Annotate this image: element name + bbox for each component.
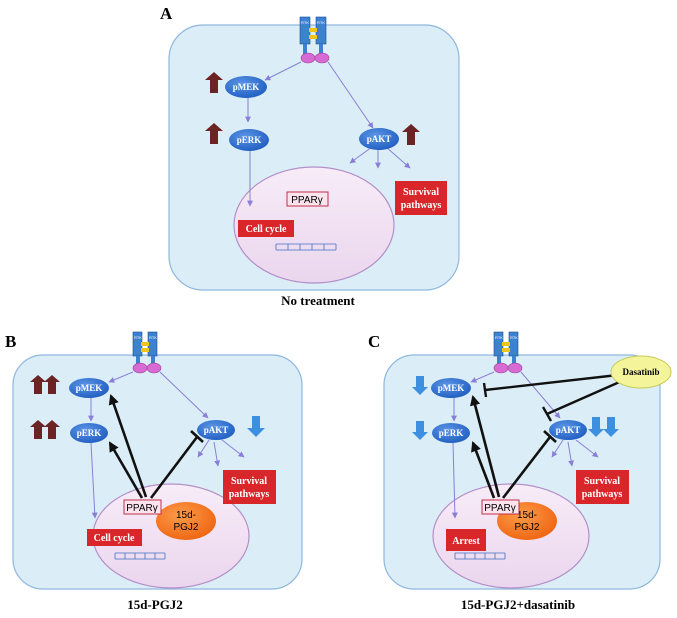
dasatinib-label: Dasatinib	[622, 367, 659, 377]
pgj2-label-line2: PGJ2	[173, 522, 198, 533]
panel-c-caption: 15d-PGJ2+dasatinib	[461, 597, 575, 612]
down-arrow-icon	[247, 416, 265, 437]
perk-node	[432, 423, 470, 443]
pakt-label: pAKT	[556, 425, 581, 435]
pmek-node	[69, 378, 109, 398]
phospho-site	[493, 362, 509, 374]
survival-label-line2: pathways	[229, 489, 270, 500]
panel-a-nucleus	[233, 166, 395, 284]
pakt-node	[197, 420, 235, 440]
pakt-node	[359, 128, 399, 150]
panel-a-dna	[275, 243, 337, 251]
panel-b-label: B	[5, 332, 16, 351]
rtk-label: RTK	[149, 335, 157, 340]
survival-pathways-box	[576, 470, 629, 504]
up-arrow-icon	[44, 375, 60, 394]
up-arrow-icon	[30, 375, 46, 394]
survival-label-line1: Survival	[231, 476, 267, 487]
cell-cycle-box	[238, 220, 294, 237]
ppar-label: PPARγ	[126, 503, 158, 514]
perk-node	[229, 129, 269, 151]
panel-c-dna	[454, 552, 506, 560]
panel-c-ppar-effect-arrows	[470, 394, 557, 499]
pmek-node	[431, 378, 471, 398]
down-arrow-icon	[412, 421, 428, 440]
perk-label: pERK	[237, 135, 262, 145]
panel-a-label: A	[160, 4, 173, 23]
ppar-box	[123, 499, 162, 515]
arrest-box	[446, 529, 486, 551]
pgj2-label-line2: PGJ2	[514, 522, 539, 533]
panel-c-rtk-receptor: RTK RTK	[493, 331, 523, 374]
perk-node	[70, 423, 108, 443]
ppar-box	[481, 499, 520, 515]
survival-label-line1: Survival	[584, 476, 620, 487]
up-arrow-icon	[30, 420, 46, 439]
ppar-box	[286, 191, 329, 207]
rtk-label: RTK	[301, 20, 309, 25]
rtk-label: RTK	[510, 335, 518, 340]
pakt-label: pAKT	[367, 134, 392, 144]
survival-pathways-box	[223, 470, 276, 504]
panel-b-ppar-effect-arrows	[108, 394, 204, 499]
perk-label: pERK	[77, 428, 102, 438]
pgj2-label-line1: 15d-	[517, 510, 537, 521]
panel-c: C RTK RTK	[368, 331, 672, 612]
panel-a-caption: No treatment	[281, 293, 355, 308]
up-arrow-icon	[205, 72, 223, 93]
panel-b: B RTK RTK	[5, 331, 303, 612]
down-arrow-icon	[603, 417, 619, 437]
panel-b-pathway-arrows	[88, 371, 245, 519]
pmek-label: pMEK	[438, 383, 465, 393]
phospho-site	[507, 362, 523, 374]
panel-c-dasatinib-inhibition	[482, 373, 625, 422]
pmek-label: pMEK	[233, 82, 260, 92]
panel-b-dna	[114, 552, 166, 560]
pmek-label: pMEK	[76, 383, 103, 393]
rtk-label: RTK	[495, 335, 503, 340]
panel-a: A RTK RTK	[160, 4, 460, 308]
rtk-label: RTK	[134, 335, 142, 340]
arrest-label: Arrest	[452, 536, 480, 547]
ppar-label: PPARγ	[291, 195, 323, 206]
cell-cycle-label: Cell cycle	[246, 224, 287, 235]
survival-label-line2: pathways	[582, 489, 623, 500]
phospho-site	[300, 52, 316, 64]
pmek-node	[225, 76, 267, 98]
rtk-label: RTK	[317, 20, 325, 25]
dasatinib-node	[610, 355, 672, 389]
up-arrow-icon	[44, 420, 60, 439]
pgj2-ligand	[156, 502, 216, 540]
panel-a-pathway-arrows	[245, 61, 411, 207]
perk-label: pERK	[439, 428, 464, 438]
pakt-label: pAKT	[204, 425, 229, 435]
pakt-node	[549, 420, 587, 440]
down-arrow-icon	[588, 417, 604, 437]
up-arrow-icon	[205, 123, 223, 144]
phospho-site	[132, 362, 148, 374]
cell-cycle-label: Cell cycle	[94, 533, 135, 544]
panel-a-rtk-receptor: RTK RTK	[299, 16, 330, 64]
pgj2-label-line1: 15d-	[176, 510, 196, 521]
panel-b-caption: 15d-PGJ2	[127, 597, 183, 612]
phospho-site	[314, 52, 330, 64]
ppar-label: PPARγ	[484, 503, 516, 514]
cell-cycle-box	[87, 529, 142, 546]
panel-b-rtk-receptor: RTK RTK	[132, 331, 162, 374]
phospho-site	[146, 362, 162, 374]
down-arrow-icon	[412, 376, 428, 395]
survival-pathways-box	[395, 181, 447, 215]
up-arrow-icon	[402, 124, 420, 145]
survival-label-line1: Survival	[403, 187, 439, 198]
panel-c-label: C	[368, 332, 380, 351]
survival-label-line2: pathways	[401, 200, 442, 211]
